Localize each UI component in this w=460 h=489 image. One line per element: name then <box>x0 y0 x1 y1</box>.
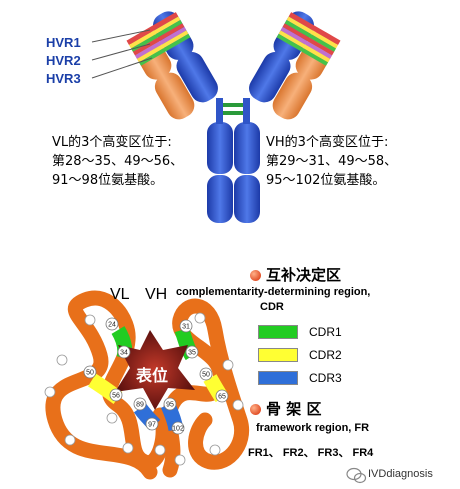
right-heavy-ch1 <box>249 52 291 103</box>
right-light-cl <box>272 72 313 120</box>
residue-badge <box>109 388 123 402</box>
vh-line1: 第29～31、49～58、 <box>266 154 398 169</box>
residue-number: 97 <box>148 422 156 429</box>
hvr2-label: HVR2 <box>46 53 81 68</box>
residue-number: 95 <box>166 402 174 409</box>
residue-badge <box>117 345 131 359</box>
fr-list: FR1、 FR2、 FR3、 FR4 <box>248 447 374 459</box>
watermark-text: IVDdiagnosis <box>368 468 433 480</box>
residue-number: 50 <box>202 372 210 379</box>
hvr2-pointer <box>91 43 151 61</box>
g-marker <box>154 444 166 456</box>
vh-heading: VH的3个高变区位于: <box>266 135 389 150</box>
cdr-abbr: CDR <box>260 301 284 313</box>
bullet-icon <box>250 404 261 415</box>
antibody-structure <box>91 11 341 223</box>
g-marker <box>209 444 221 456</box>
residue-number: 24 <box>108 322 116 329</box>
cdr-subtitle: complementarity-determining region, <box>176 286 371 298</box>
fr-title: 骨 架 区 <box>250 398 321 419</box>
residue-badge <box>105 317 119 331</box>
hinge-right <box>243 98 250 124</box>
cdr2-label: CDR2 <box>309 348 342 362</box>
vl-hvr-description: VL的3个高变区位于: 第28～35、49～56、 91～98位氨基酸。 <box>52 133 183 190</box>
fc-domain-left-1 <box>207 122 233 174</box>
residue-badge <box>133 397 147 411</box>
residue-badge <box>163 397 177 411</box>
residue-badge <box>185 345 199 359</box>
fc-domain-left-2 <box>207 175 233 223</box>
g-marker <box>44 386 56 398</box>
g-marker <box>56 354 68 366</box>
g-marker <box>174 454 186 466</box>
vh-hvr-description: VH的3个高变区位于: 第29～31、49～58、 95～102位氨基酸。 <box>266 133 397 190</box>
cdr2-swatch <box>258 348 298 362</box>
cdr1-swatch <box>258 325 298 339</box>
vh-framework-strand <box>161 298 250 478</box>
residue-number: 65 <box>218 394 226 401</box>
g-marker <box>232 399 244 411</box>
g-marker <box>106 412 118 424</box>
residue-number: 50 <box>86 370 94 377</box>
cdr-loop-diagram: 24 34 50 56 89 97 31 35 50 65 95 102 <box>44 290 250 480</box>
residue-badge <box>199 367 213 381</box>
cdr1-label: CDR1 <box>309 325 342 339</box>
residue-number: 89 <box>136 402 144 409</box>
vl-line1: 第28～35、49～56、 <box>52 154 184 169</box>
g-marker <box>84 314 96 326</box>
residue-number: 102 <box>172 426 184 433</box>
g-marker <box>64 434 76 446</box>
residue-badge <box>179 319 193 333</box>
vh-line2: 95～102位氨基酸。 <box>266 173 386 188</box>
vl-line2: 91～98位氨基酸。 <box>52 173 164 188</box>
vh-chain-label: VH <box>145 286 168 303</box>
vl-chain-label: VL <box>110 286 130 303</box>
residue-number: 56 <box>112 393 120 400</box>
hinge-bond-2 <box>222 111 244 115</box>
fc-domain-right-1 <box>234 122 260 174</box>
hvr3-pointer <box>91 57 153 79</box>
hinge-bond-1 <box>222 103 244 107</box>
residue-number: 31 <box>182 324 190 331</box>
residue-badge <box>215 389 229 403</box>
fc-domain-right-2 <box>234 175 260 223</box>
residue-number: 35 <box>188 350 196 357</box>
hvr3-label: HVR3 <box>46 71 81 86</box>
cdr3-swatch <box>258 371 298 385</box>
bullet-icon <box>250 270 261 281</box>
epitope-label: 表位 <box>136 366 169 385</box>
fr-subtitle: framework region, FR <box>256 422 370 434</box>
hvr1-pointer <box>91 29 151 43</box>
hvr1-label: HVR1 <box>46 35 81 50</box>
residue-badge <box>83 365 97 379</box>
left-heavy-ch1 <box>176 52 218 103</box>
g-marker <box>222 359 234 371</box>
hinge-left <box>216 98 223 124</box>
cdr3-label: CDR3 <box>309 371 342 385</box>
g-marker <box>122 442 134 454</box>
g-marker <box>194 312 206 324</box>
epitope-star <box>115 330 195 410</box>
vl-framework-strand <box>45 290 171 480</box>
residue-badge <box>171 421 185 435</box>
residue-badge <box>145 417 159 431</box>
cdr-title: 互补决定区 <box>250 264 341 285</box>
wechat-icon <box>346 467 367 484</box>
residue-number: 34 <box>120 350 128 357</box>
left-light-cl <box>154 72 195 120</box>
vl-heading: VL的3个高变区位于: <box>52 135 172 150</box>
